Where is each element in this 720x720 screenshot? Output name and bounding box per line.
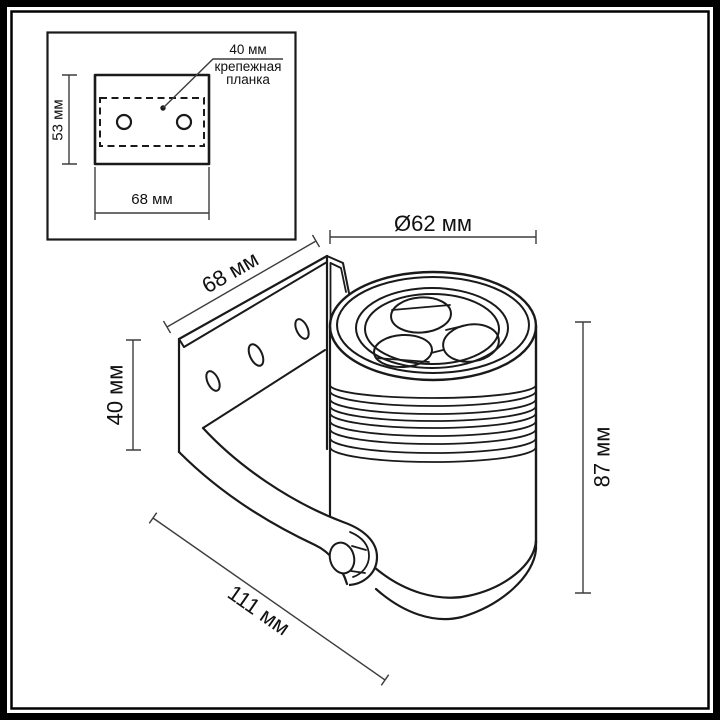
inner-border <box>10 10 710 710</box>
leader-line <box>160 58 283 111</box>
fin-line <box>329 420 537 437</box>
fin-line <box>329 384 537 399</box>
fin-line <box>329 390 537 407</box>
lens-right-chord <box>445 324 468 331</box>
screw-hole-left <box>115 113 133 131</box>
led-lenses <box>373 296 500 369</box>
swivel-arm <box>177 426 379 587</box>
cooling-fins <box>329 384 537 463</box>
fin-line <box>329 398 537 415</box>
dimension-bracket-width: 68 мм <box>162 234 321 334</box>
bracket-hole-upper <box>294 318 310 340</box>
mounting-bracket <box>177 254 350 454</box>
dimension-bracket-width-line <box>162 234 321 334</box>
inset-leader-label: 40 мм <box>229 42 266 57</box>
lens-top <box>390 296 452 334</box>
dimension-inset-width: 68 мм <box>94 167 210 220</box>
bracket-height-label: 40 мм <box>103 365 128 426</box>
lens-left-chord <box>375 357 430 363</box>
bracket-top-edge-inner <box>183 261 328 348</box>
fin-line <box>329 412 537 429</box>
inset-caption-line2: планка <box>226 72 270 87</box>
leader-path <box>162 58 283 109</box>
bracket-flange-inner <box>329 262 347 293</box>
inset-panel: 40 мм крепежная планка 53 мм 68 мм <box>46 31 297 241</box>
inner-ring-outer-ellipse <box>355 287 509 369</box>
inset-width-label: 68 мм <box>131 191 172 208</box>
lens-left <box>373 333 433 369</box>
fin-line <box>329 446 537 463</box>
dimension-bracket-height-line <box>126 339 141 451</box>
fin-line <box>329 437 537 454</box>
lens-connector-line <box>430 349 444 354</box>
dimension-inset-height-line <box>62 74 77 165</box>
adjustment-knob <box>328 541 367 575</box>
mounting-plate-outline <box>93 73 211 166</box>
dimension-overall-length-line <box>148 512 390 686</box>
lens-top-chord <box>391 304 451 311</box>
fin-line <box>329 428 537 445</box>
inset-height-label: 53 мм <box>49 99 66 140</box>
bracket-hole-lower <box>205 370 221 392</box>
bottom-rim-upper-arc <box>372 539 538 599</box>
screw-hole-right <box>175 113 193 131</box>
diameter-label: Ø62 мм <box>394 211 472 236</box>
bracket-fold-line <box>202 349 326 429</box>
spotlight-body <box>328 270 538 545</box>
dimension-diameter-line <box>329 230 537 244</box>
body-bottom-rim <box>372 539 538 621</box>
bottom-rim-lower-arc <box>374 547 538 621</box>
dimension-body-height: 87 мм <box>575 321 615 594</box>
knob-face <box>328 541 356 575</box>
head-rim-ellipse <box>336 276 530 374</box>
dimension-inset-height: 53 мм <box>49 74 77 165</box>
mounting-bar-dashed-outline <box>99 97 205 147</box>
arm-upper-edge <box>201 426 345 524</box>
body-height-label: 87 мм <box>590 427 615 488</box>
dimension-body-height-line <box>575 321 591 594</box>
inset-panel-border <box>46 31 297 241</box>
main-view: Ø62 мм 68 мм 40 мм 87 мм 111 мм <box>103 211 615 686</box>
bracket-hole-middle <box>247 343 265 367</box>
bracket-flange-outer <box>326 255 350 294</box>
inner-ring-inner-ellipse <box>364 293 500 365</box>
bracket-top-edge-outer <box>177 254 329 341</box>
inset-caption-line1: крепежная <box>215 59 282 74</box>
fin-line <box>329 405 537 422</box>
dimension-inset-width-line <box>94 167 210 220</box>
dimension-bracket-height: 40 мм <box>103 339 141 451</box>
lens-right <box>442 323 500 363</box>
dimension-diameter: Ø62 мм <box>329 211 537 244</box>
arm-lower-edge <box>177 450 349 586</box>
knob-body-lines <box>350 545 367 574</box>
